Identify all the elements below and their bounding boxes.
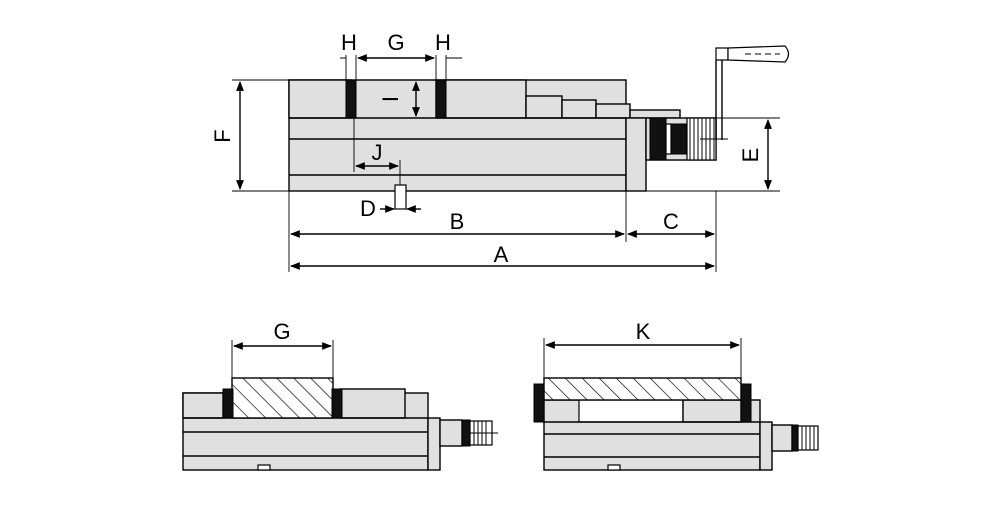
spindle-housing [625, 117, 647, 192]
movable-jaw-block [435, 79, 527, 119]
left-spindle-body [439, 419, 463, 447]
crank-handle [700, 45, 790, 140]
left-dim-g-label: G [273, 319, 290, 344]
left-key-slot [257, 464, 271, 471]
left-jaw-plate-b [331, 388, 343, 419]
right-open-slot [578, 399, 684, 423]
step-3 [595, 103, 631, 119]
top-view: F E H H G I J D B C A [210, 30, 790, 272]
right-key-slot [607, 464, 621, 471]
key-slot [394, 184, 407, 210]
right-spindle-body [771, 424, 793, 452]
dim-h-right-label: H [435, 30, 451, 55]
right-dim-k-label: K [636, 319, 651, 344]
dim-a-label: A [494, 242, 509, 267]
dim-d-label: D [360, 196, 376, 221]
dim-e-label: E [738, 148, 763, 163]
fixed-jaw-block [288, 79, 352, 119]
step-4 [629, 109, 681, 119]
left-jaw-plate-a [222, 388, 234, 419]
jaw-plate-left [345, 79, 357, 119]
spindle-nut [649, 117, 667, 161]
spindle-washer [670, 123, 688, 155]
dim-g-label: G [387, 30, 404, 55]
dim-b-label: B [450, 209, 465, 234]
right-spindle-housing [759, 421, 773, 471]
jaw-plate-right [435, 79, 447, 119]
spindle-collar [665, 123, 672, 155]
dim-i-label: I [378, 96, 403, 102]
step-2 [561, 99, 597, 119]
left-spindle-housing [427, 417, 441, 471]
dim-f-label: F [210, 129, 235, 142]
right-spindle-knurl [797, 425, 819, 451]
dim-j-label: J [372, 140, 383, 165]
right-workpiece [543, 377, 742, 401]
right-spindle-nut [791, 424, 799, 452]
right-jaw-plate-a [533, 383, 545, 423]
dim-c-label: C [663, 209, 679, 234]
right-jaw-plate-b [740, 383, 752, 423]
left-fixed-jaw [182, 392, 224, 419]
left-spindle-knurl [469, 420, 498, 446]
bottom-left-view: G [182, 319, 498, 471]
left-workpiece [231, 377, 334, 419]
left-movable-jaw [339, 388, 406, 419]
dim-h-left-label: H [341, 30, 357, 55]
bottom-right-view: K [533, 319, 819, 471]
step-1 [525, 95, 563, 119]
right-jaw-step [682, 399, 742, 423]
left-spindle-nut [461, 419, 471, 447]
